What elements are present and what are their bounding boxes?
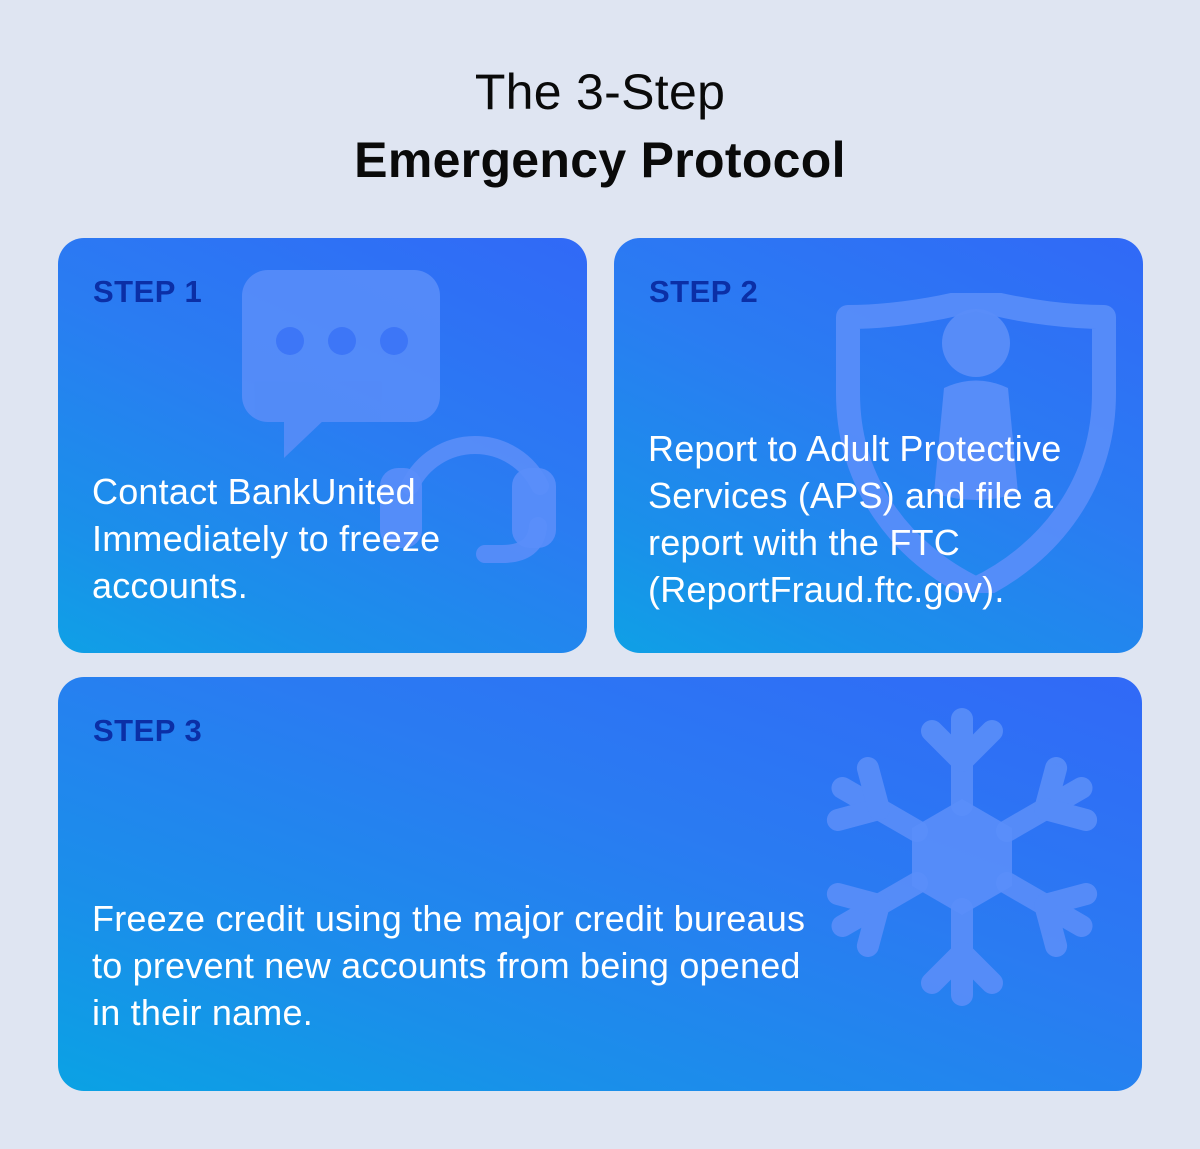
step-3-text: Freeze credit using the major credit bur… bbox=[92, 898, 806, 1033]
step-1-card: STEP 1 Contact BankUnited Immediately to… bbox=[58, 238, 587, 653]
step-3-label: STEP 3 bbox=[93, 713, 203, 748]
chat-headset-icon bbox=[242, 270, 556, 563]
step-1-label: STEP 1 bbox=[93, 274, 203, 309]
snowflake-icon bbox=[810, 708, 1114, 1009]
title-line-2: Emergency Protocol bbox=[354, 132, 846, 188]
page-title: The 3-Step Emergency Protocol bbox=[0, 58, 1200, 194]
shield-person-icon bbox=[836, 293, 1116, 593]
step-2-label: STEP 2 bbox=[649, 274, 759, 309]
step-2-card: STEP 2 Report to Adult Protective Servic… bbox=[614, 238, 1143, 653]
step-3-card: STEP 3 Freeze credit using the major cre… bbox=[58, 677, 1142, 1091]
step-1-text: Contact BankUnited Immediately to freeze… bbox=[92, 471, 441, 606]
step-2-text: Report to Adult Protective Services (APS… bbox=[648, 428, 1062, 610]
title-line-1: The 3-Step bbox=[474, 64, 726, 120]
